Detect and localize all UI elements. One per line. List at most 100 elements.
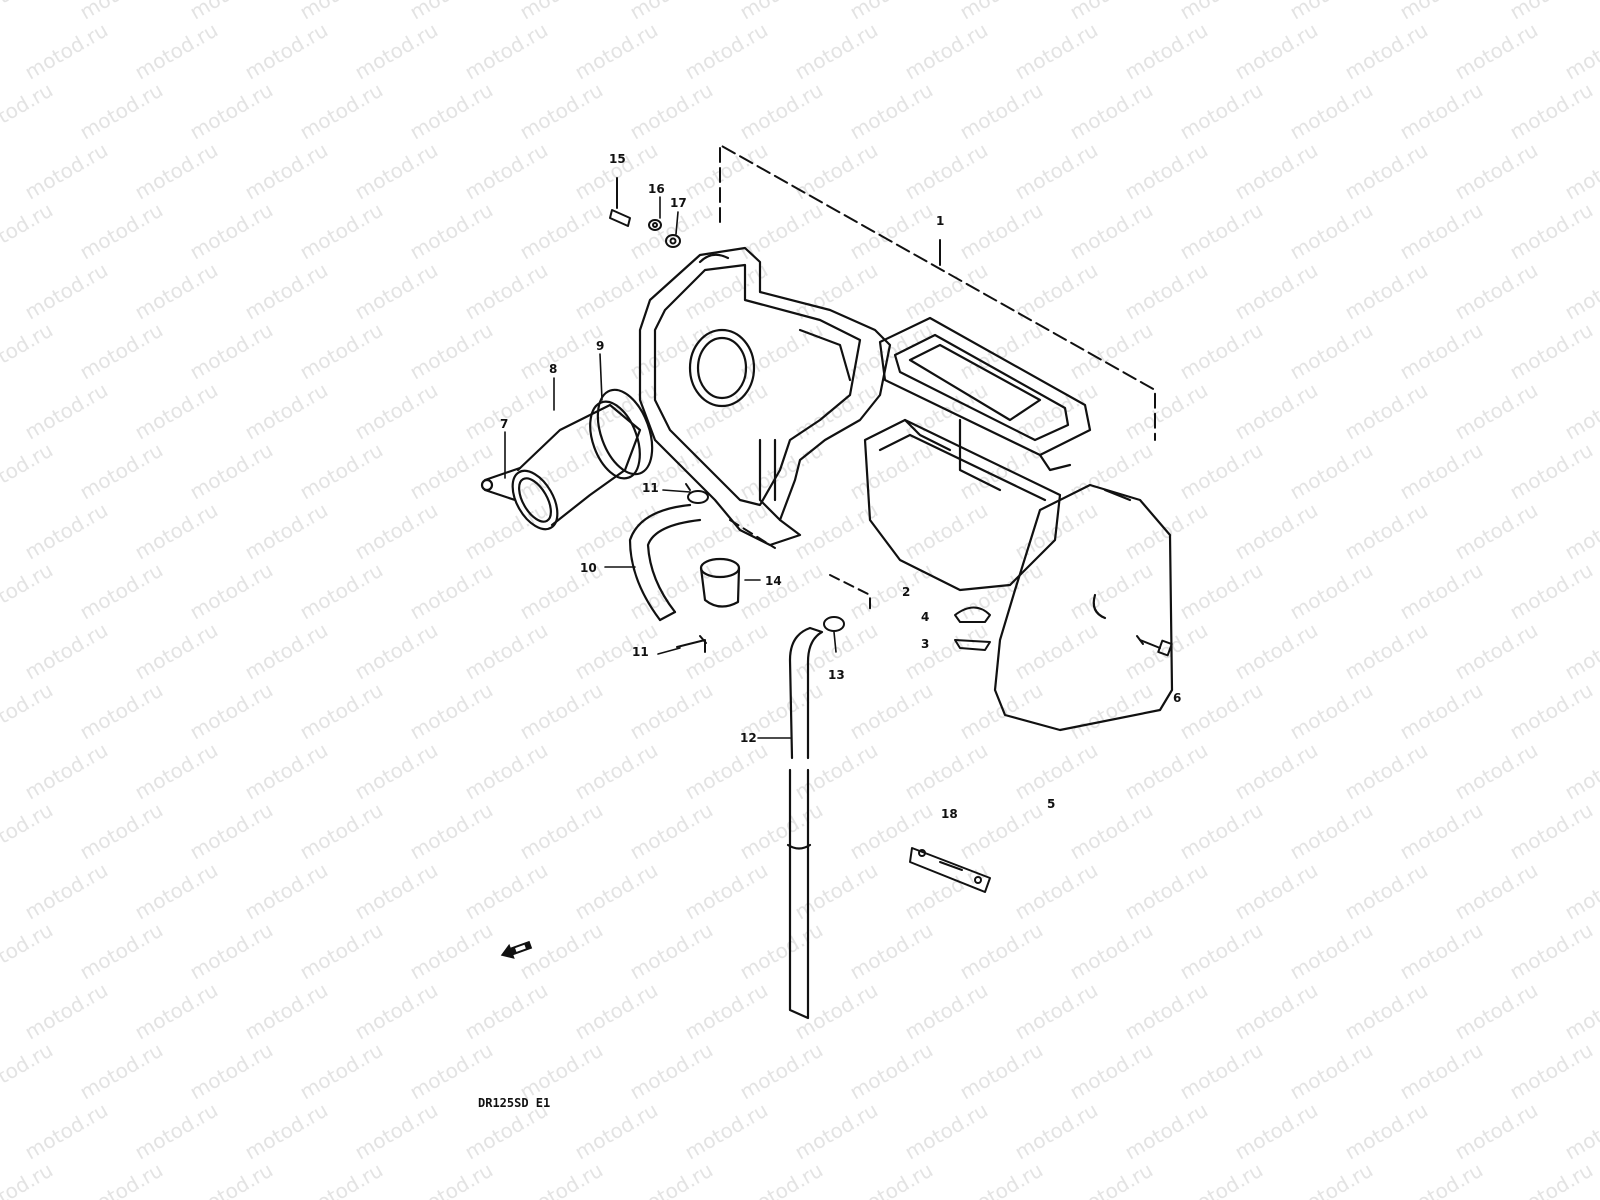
watermark-text: motod.ru — [1011, 618, 1102, 685]
label-part-11-upper: 11 — [642, 481, 659, 495]
watermark-text: motod.ru — [1011, 738, 1102, 805]
watermark-text: motod.ru — [76, 78, 167, 145]
watermark-text: motod.ru — [1176, 438, 1267, 505]
watermark-text: motod.ru — [1066, 1158, 1157, 1200]
watermark-text: motod.ru — [1396, 198, 1487, 265]
watermark-text: motod.ru — [76, 1038, 167, 1105]
element-frame — [878, 316, 1092, 472]
watermark-text: motod.ru — [296, 918, 387, 985]
watermark-text: motod.ru — [1176, 1038, 1267, 1105]
label-part-2: 2 — [902, 585, 910, 599]
watermark-text: motod.ru — [0, 378, 2, 445]
watermark-text: motod.ru — [21, 1098, 112, 1165]
watermark-text: motod.ru — [1176, 558, 1267, 625]
label-part-17: 17 — [670, 196, 687, 210]
watermark-text: motod.ru — [1121, 258, 1212, 325]
watermark-text: motod.ru — [1231, 1098, 1322, 1165]
watermark-text: motod.ru — [351, 378, 442, 445]
watermark-text: motod.ru — [1561, 498, 1600, 565]
watermark-text: motod.ru — [1561, 858, 1600, 925]
watermark-text: motod.ru — [1121, 978, 1212, 1045]
watermark-text: motod.ru — [1176, 78, 1267, 145]
watermark-text: motod.ru — [1176, 678, 1267, 745]
watermark-text: motod.ru — [571, 858, 662, 925]
watermark-text: motod.ru — [241, 18, 332, 85]
watermark-text: motod.ru — [0, 558, 57, 625]
watermark-text: motod.ru — [1176, 1158, 1267, 1200]
watermark-text: motod.ru — [1396, 318, 1487, 385]
watermark-text: motod.ru — [571, 738, 662, 805]
watermark-text: motod.ru — [0, 678, 57, 745]
watermark-text: motod.ru — [626, 0, 717, 24]
watermark-text: motod.ru — [736, 918, 827, 985]
watermark-text: motod.ru — [1341, 1098, 1432, 1165]
watermark-text: motod.ru — [681, 618, 772, 685]
watermark-text: motod.ru — [901, 138, 992, 205]
watermark-text: motod.ru — [681, 18, 772, 85]
watermark-text: motod.ru — [21, 978, 112, 1045]
watermark-text: motod.ru — [406, 558, 497, 625]
watermark-text: motod.ru — [516, 198, 607, 265]
watermark-text: motod.ru — [736, 78, 827, 145]
watermark-text: motod.ru — [571, 18, 662, 85]
watermark-text: motod.ru — [1231, 498, 1322, 565]
watermark-text: motod.ru — [241, 1098, 332, 1165]
watermark-text: motod.ru — [1396, 558, 1487, 625]
watermark-text: motod.ru — [1341, 618, 1432, 685]
watermark-text: motod.ru — [186, 918, 277, 985]
watermark-text: motod.ru — [406, 0, 497, 24]
watermark-text: motod.ru — [76, 198, 167, 265]
watermark-text: motod.ru — [1176, 798, 1267, 865]
watermark-text: motod.ru — [131, 18, 222, 85]
watermark-text: motod.ru — [1561, 258, 1600, 325]
watermark-text: motod.ru — [461, 378, 552, 445]
watermark-text: motod.ru — [76, 678, 167, 745]
watermark-text: motod.ru — [186, 78, 277, 145]
label-part-16: 16 — [648, 182, 665, 196]
watermark-text: motod.ru — [1176, 0, 1267, 24]
watermark-text: motod.ru — [1451, 1098, 1542, 1165]
watermark-text: motod.ru — [1066, 1038, 1157, 1105]
label-part-15: 15 — [609, 152, 626, 166]
label-part-18: 18 — [941, 807, 958, 821]
watermark-text: motod.ru — [1121, 138, 1212, 205]
watermark-text: motod.ru — [846, 198, 937, 265]
watermark-text: motod.ru — [1341, 858, 1432, 925]
watermark-text: motod.ru — [1121, 738, 1212, 805]
watermark-text: motod.ru — [1561, 378, 1600, 445]
watermark-text: motod.ru — [241, 498, 332, 565]
label-part-3: 3 — [921, 637, 929, 651]
watermark-text: motod.ru — [241, 378, 332, 445]
watermark-text: motod.ru — [846, 0, 937, 24]
watermark-text: motod.ru — [76, 318, 167, 385]
watermark-text: motod.ru — [406, 1158, 497, 1200]
watermark-text: motod.ru — [351, 858, 442, 925]
watermark-text: motod.ru — [1451, 138, 1542, 205]
watermark-text: motod.ru — [681, 858, 772, 925]
watermark-text: motod.ru — [1451, 498, 1542, 565]
watermark-text: motod.ru — [1121, 378, 1212, 445]
watermark-text: motod.ru — [901, 978, 992, 1045]
watermark-text: motod.ru — [1176, 918, 1267, 985]
watermark-text: motod.ru — [1066, 438, 1157, 505]
watermark-text: motod.ru — [1451, 258, 1542, 325]
watermark-text: motod.ru — [1011, 858, 1102, 925]
watermark-text: motod.ru — [516, 1038, 607, 1105]
watermark-text: motod.ru — [351, 258, 442, 325]
watermark-text: motod.ru — [406, 438, 497, 505]
model-code-label: DR125SD E1 — [478, 1096, 550, 1110]
watermark-text: motod.ru — [461, 618, 552, 685]
watermark-text: motod.ru — [791, 138, 882, 205]
watermark-text: motod.ru — [21, 18, 112, 85]
watermark-text: motod.ru — [1341, 738, 1432, 805]
watermark-text: motod.ru — [1561, 618, 1600, 685]
label-part-11-lower: 11 — [632, 645, 649, 659]
watermark-text: motod.ru — [0, 1098, 2, 1165]
watermark-text: motod.ru — [901, 618, 992, 685]
watermark-text: motod.ru — [76, 1158, 167, 1200]
watermark-text: motod.ru — [0, 0, 57, 24]
watermark-text: motod.ru — [1396, 0, 1487, 24]
outlet-tube-assembly — [480, 388, 654, 531]
watermark-text: motod.ru — [1286, 678, 1377, 745]
watermark-text: motod.ru — [76, 0, 167, 24]
